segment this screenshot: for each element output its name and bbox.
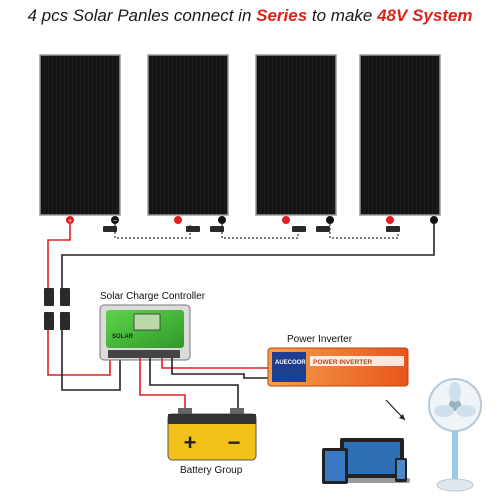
inverter-badge: POWER INVERTER bbox=[313, 359, 373, 366]
solar-charge-controller: SOLAR bbox=[99, 304, 191, 361]
solar-panel-2 bbox=[147, 54, 229, 216]
title-highlight-48v: 48V System bbox=[377, 6, 473, 25]
tablet-icon bbox=[322, 448, 348, 484]
terminal-minus-label: − bbox=[113, 218, 117, 225]
arrow-head bbox=[399, 414, 405, 420]
diagram-title: 4 pcs Solar Panles connect in Series to … bbox=[0, 6, 500, 26]
solar-panel-1 bbox=[39, 54, 121, 216]
inverter-negative-wire bbox=[171, 358, 268, 379]
controller-brand: SOLAR bbox=[112, 334, 134, 340]
mc4-connectors bbox=[44, 226, 400, 330]
battery-label: Battery Group bbox=[180, 465, 243, 476]
inverter-label: Power Inverter bbox=[287, 334, 353, 345]
phone-icon bbox=[395, 458, 407, 482]
series-jumpers bbox=[114, 224, 399, 239]
solar-panel-3 bbox=[255, 54, 337, 216]
solar-panel-4 bbox=[359, 54, 441, 216]
inverter-brand: AUECOOR bbox=[275, 360, 306, 366]
battery-minus-symbol: − bbox=[228, 430, 241, 455]
battery-positive-wire bbox=[139, 358, 186, 412]
title-part-1: 4 pcs Solar Panles connect in bbox=[27, 6, 257, 25]
inverter-positive-wire bbox=[161, 358, 268, 369]
battery: + − bbox=[167, 408, 257, 461]
title-part-2: to make bbox=[307, 6, 378, 25]
fan-icon bbox=[428, 378, 482, 492]
terminal-plus-label: + bbox=[68, 218, 72, 225]
panel-terminals: + − bbox=[66, 216, 438, 225]
laptop-icon bbox=[334, 438, 410, 483]
battery-plus-symbol: + bbox=[184, 430, 197, 455]
battery-negative-wire bbox=[149, 358, 239, 412]
array-positive-wire bbox=[47, 224, 111, 376]
title-highlight-series: Series bbox=[256, 6, 308, 25]
array-negative-wire bbox=[61, 224, 435, 391]
power-inverter: AUECOOR POWER INVERTER bbox=[267, 347, 409, 387]
controller-label: Solar Charge Controller bbox=[100, 291, 206, 302]
